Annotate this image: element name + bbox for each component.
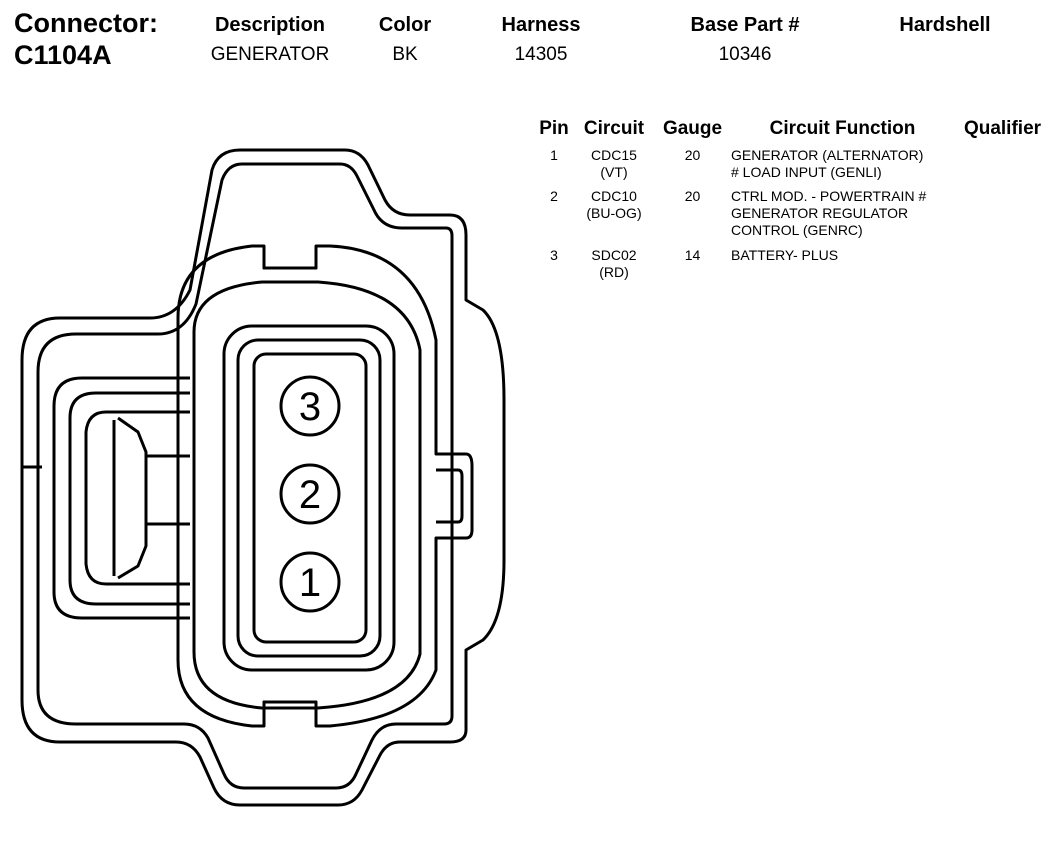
circuit-function-line: CTRL MOD. - POWERTRAIN # (731, 188, 927, 204)
circuit-color: (VT) (600, 164, 628, 180)
circuit-code: SDC02 (591, 247, 637, 263)
color-value: BK (392, 44, 418, 65)
mating-face-inner (192, 280, 422, 710)
hardshell-header: Hardshell (899, 14, 991, 36)
qualifier-column-header: Qualifier (963, 118, 1042, 139)
cavity-3-circle (279, 375, 341, 437)
circuit-function-line: GENERATOR REGULATOR (731, 205, 909, 221)
circuit-code: CDC10 (591, 188, 637, 204)
circuit-function-line: BATTERY- PLUS (731, 247, 839, 263)
cavity-label-3: 3 (299, 385, 321, 429)
circuit-color: (RD) (599, 264, 629, 280)
harness-header: Harness (501, 14, 581, 36)
circuit-function-line: CONTROL (GENRC) (731, 222, 863, 238)
latch-frame-outer (52, 376, 190, 620)
connector-inner-shell (36, 162, 454, 790)
cavity-block-middle (236, 338, 382, 658)
circuit-code: CDC15 (591, 147, 637, 163)
latch-tab (84, 410, 190, 586)
connector-face-diagram: 3 2 1 (20, 148, 506, 807)
description-value: GENERATOR (210, 44, 330, 65)
color-header: Color (378, 14, 432, 36)
gauge-value: 20 (684, 188, 701, 204)
connector-label: Connector: (14, 8, 158, 38)
gauge-column-header: Gauge (662, 118, 723, 139)
pin-number: 2 (550, 188, 558, 204)
description-header: Description (214, 14, 326, 36)
cavity-block-outer (222, 324, 396, 672)
right-nub (436, 468, 464, 524)
bottom-key (262, 700, 318, 726)
gauge-value: 14 (684, 247, 701, 263)
top-key (262, 246, 318, 270)
latch-frame-inner (68, 391, 190, 606)
latch-ramp (117, 416, 148, 580)
pin-number: 1 (550, 147, 558, 163)
pin-number: 3 (550, 247, 558, 263)
mating-face-outer (176, 244, 474, 728)
pin-column-header: Pin (539, 118, 569, 139)
gauge-value: 20 (684, 147, 701, 163)
connector-outer-shell (20, 148, 506, 807)
cavity-1-circle (279, 551, 341, 613)
cavity-label-2: 2 (299, 473, 321, 517)
cavity-2-circle (279, 463, 341, 525)
cavity-block-inner (252, 352, 368, 644)
base-part-header: Base Part # (690, 14, 800, 36)
circuit-color: (BU-OG) (586, 205, 642, 221)
circuit-function-line: GENERATOR (ALTERNATOR) (731, 147, 924, 163)
harness-value: 14305 (514, 44, 568, 65)
function-column-header: Circuit Function (769, 118, 916, 139)
circuit-column-header: Circuit (583, 118, 645, 139)
base-part-value: 10346 (718, 44, 772, 65)
cavity-label-1: 1 (299, 561, 321, 605)
circuit-function-line: # LOAD INPUT (GENLI) (731, 164, 882, 180)
connector-id: C1104A (14, 40, 112, 70)
